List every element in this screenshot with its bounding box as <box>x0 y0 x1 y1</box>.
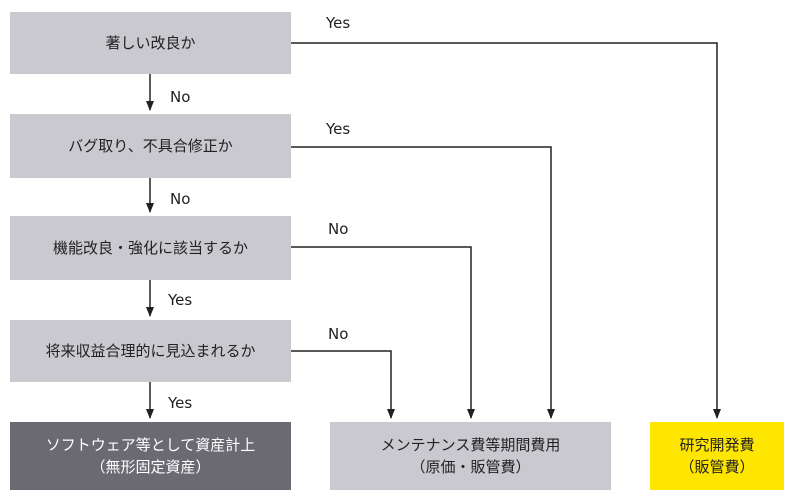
edge-label-q3-right: No <box>328 220 349 238</box>
question-bug-fix: バグ取り、不具合修正か <box>10 114 291 178</box>
arrow-q4-to-maintenance <box>291 350 395 419</box>
edge-label-q1-down: No <box>170 88 191 106</box>
question-label: 機能改良・強化に該当するか <box>52 239 248 257</box>
edge-label-q4-right: No <box>328 325 349 343</box>
result-label-line2: （無形固定資産） <box>90 458 211 476</box>
result-rnd-expense: 研究開発費 （販管費） <box>650 422 784 490</box>
result-label-line1: メンテナンス費等期間費用 <box>380 436 561 454</box>
arrow-q2-to-maintenance <box>291 146 555 419</box>
question-feature-enhancement: 機能改良・強化に該当するか <box>10 216 291 280</box>
arrow-q3-to-maintenance <box>291 246 475 419</box>
question-label: 将来収益合理的に見込まれるか <box>45 342 256 360</box>
result-label-line2: （販管費） <box>679 458 755 476</box>
result-software-asset: ソフトウェア等として資産計上 （無形固定資産） <box>10 422 291 490</box>
edge-label-q2-right: Yes <box>326 120 351 138</box>
result-label-line1: ソフトウェア等として資産計上 <box>45 436 256 454</box>
question-label: バグ取り、不具合修正か <box>68 137 233 155</box>
edge-label-q3-down: Yes <box>168 291 193 309</box>
question-future-revenue: 将来収益合理的に見込まれるか <box>10 320 291 382</box>
edge-label-q1-right: Yes <box>326 14 351 32</box>
question-label: 著しい改良か <box>105 34 196 52</box>
edge-label-q4-down: Yes <box>168 394 193 412</box>
question-significant-improvement: 著しい改良か <box>10 12 291 74</box>
result-label-line2: （原価・販管費） <box>410 458 531 476</box>
result-maintenance-expense: メンテナンス費等期間費用 （原価・販管費） <box>330 422 611 490</box>
result-label-line1: 研究開発費 <box>679 436 755 454</box>
edge-label-q2-down: No <box>170 190 191 208</box>
arrow-q1-to-rnd <box>291 42 721 419</box>
